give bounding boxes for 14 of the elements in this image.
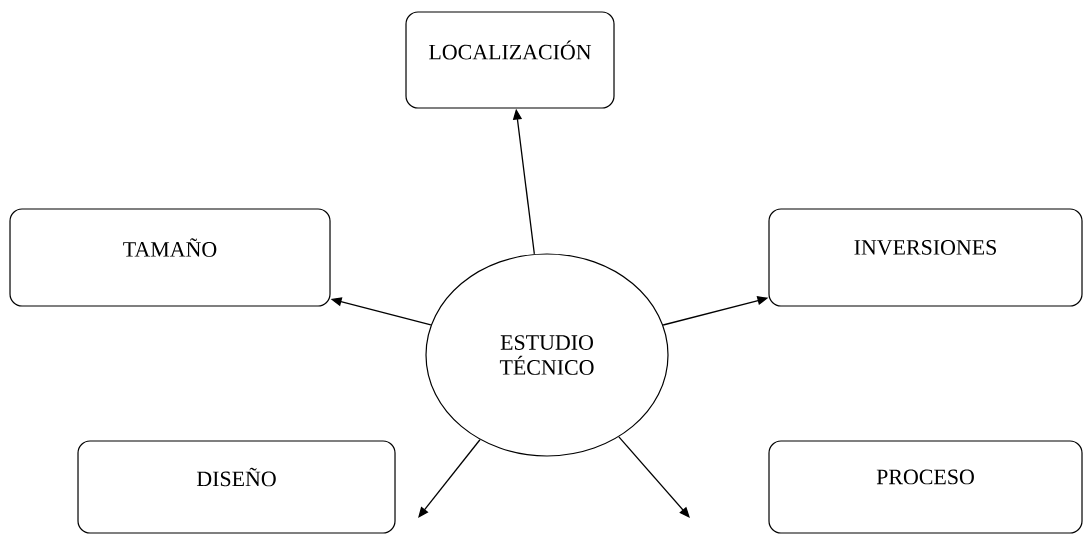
node-label: INVERSIONES — [854, 240, 996, 255]
node-label: DISEÑO — [196, 467, 276, 487]
rounded-box — [768, 440, 1083, 534]
arrow — [418, 439, 481, 518]
rounded-box — [768, 208, 1083, 307]
node-label: LOCALIZACIÓN — [429, 40, 592, 60]
node-label: PROCESO — [876, 469, 974, 485]
node-label: TAMAÑO — [123, 238, 217, 257]
arrow — [618, 436, 690, 518]
node-label: ESTUDIO TÉCNICO — [499, 335, 594, 375]
rounded-box — [77, 440, 396, 534]
rounded-box — [405, 11, 615, 109]
rounded-box — [9, 208, 331, 307]
ellipse-node — [425, 253, 669, 457]
